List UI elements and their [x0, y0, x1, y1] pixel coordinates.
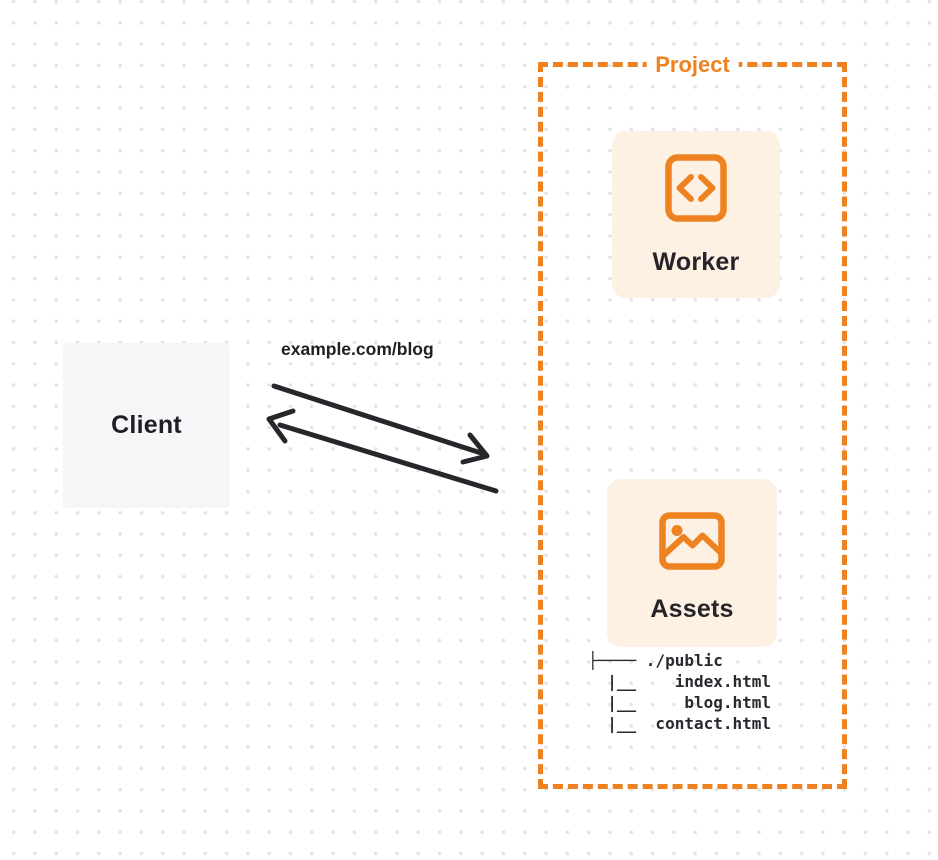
code-file-icon [665, 154, 727, 222]
worker-label: Worker [652, 248, 740, 276]
client-node: Client [63, 343, 230, 508]
image-icon [659, 512, 725, 570]
worker-node: Worker [612, 131, 780, 298]
response-arrow [266, 408, 499, 494]
request-arrow [271, 383, 490, 465]
client-label: Client [111, 411, 182, 439]
assets-label: Assets [650, 595, 734, 623]
request-url-label: example.com/blog [281, 339, 434, 359]
assets-file-tree: ├──── ./public |__ index.html |__ blog.h… [588, 651, 772, 733]
assets-node: Assets [607, 479, 777, 647]
project-boundary: Project [538, 49, 847, 789]
project-label: Project [646, 49, 739, 81]
